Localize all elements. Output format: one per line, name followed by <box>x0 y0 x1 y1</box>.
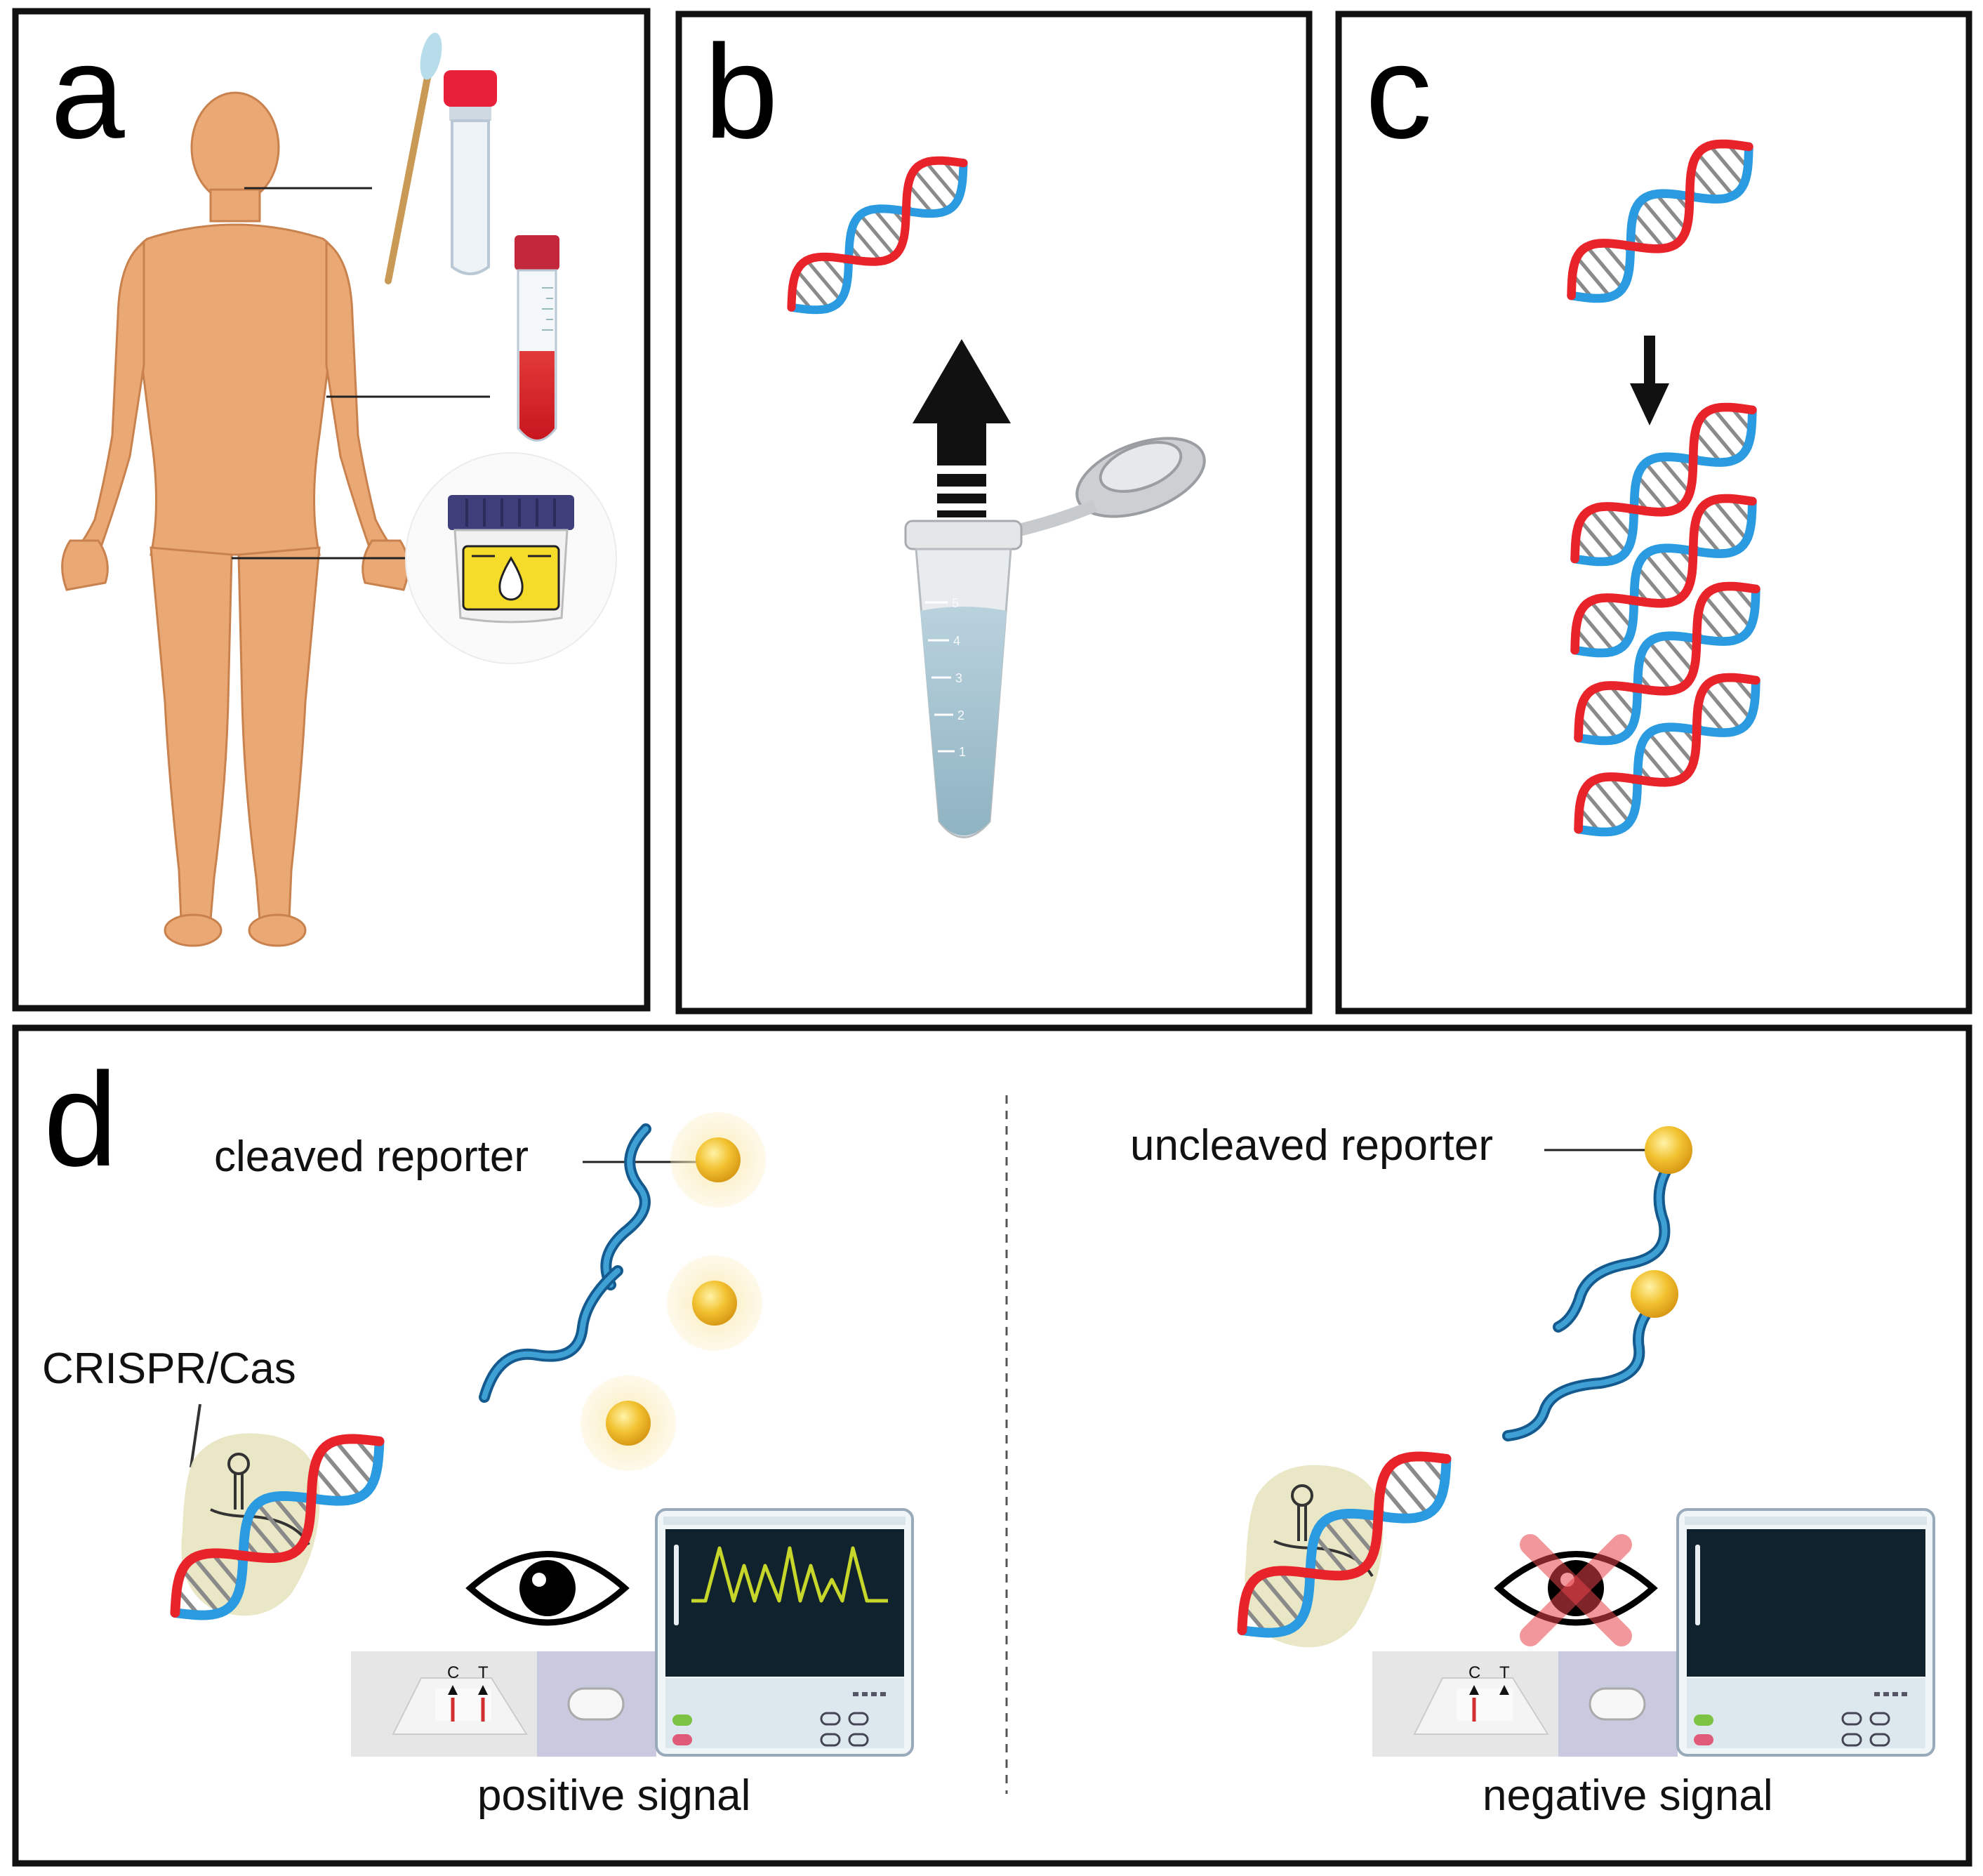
lateral-flow-strip-positive <box>351 1651 656 1757</box>
cross-mark-icon <box>1520 1534 1632 1646</box>
tube-mark-3: 3 <box>955 671 962 685</box>
blood-tube-icon <box>515 235 559 442</box>
dna-helix-icon-c-source <box>1567 139 1753 303</box>
lateral-flow-strip-negative <box>1372 1651 1678 1757</box>
panel-d-letter: d <box>44 1045 118 1194</box>
uncleaved-reporter-bead-1 <box>1645 1126 1692 1174</box>
dna-helix-icon-d-left <box>170 1434 385 1620</box>
amplification-arrow-icon <box>1630 336 1669 425</box>
negative-signal-label: negative signal <box>1483 1771 1773 1820</box>
detector-monitor-positive <box>655 1508 914 1757</box>
strip-c-label-negative: C <box>1468 1663 1480 1682</box>
panel-b-letter: b <box>704 18 778 166</box>
cleaved-reporter-strands <box>479 1123 651 1403</box>
microcentrifuge-tube-icon <box>904 437 1206 838</box>
strip-c-label-positive: C <box>447 1663 459 1682</box>
swab-icon <box>385 32 442 284</box>
crispr-cas-leader <box>190 1403 201 1468</box>
human-body-silhouette <box>61 91 409 947</box>
dna-helix-icon-c-4 <box>1574 673 1760 837</box>
uncleaved-reporter-label: uncleaved reporter <box>1130 1121 1493 1170</box>
tube-mark-5: 5 <box>952 596 959 610</box>
tube-mark-1: 1 <box>959 745 966 759</box>
panel-a-letter: a <box>51 18 125 166</box>
dna-helix-icon-b <box>787 156 968 315</box>
strip-t-label-negative: T <box>1499 1663 1510 1682</box>
cleaved-reporter-bead-1 <box>670 1112 766 1208</box>
crispr-cas-label: CRISPR/Cas <box>42 1345 296 1393</box>
dna-helix-icon-c-1 <box>1570 402 1757 567</box>
dna-helix-icon-c-2 <box>1570 494 1757 658</box>
cleaved-reporter-bead-3 <box>581 1375 676 1471</box>
panel-c-letter: c <box>1365 18 1432 166</box>
dna-helix-icon-d-right <box>1237 1451 1452 1638</box>
extraction-arrow-icon <box>913 339 1011 517</box>
panel-b-frame <box>675 11 1313 1015</box>
cleaved-reporter-label: cleaved reporter <box>214 1132 529 1181</box>
detector-monitor-negative <box>1676 1508 1935 1757</box>
sample-tube-icon <box>444 70 497 275</box>
positive-signal-label: positive signal <box>477 1771 750 1820</box>
tube-mark-2: 2 <box>957 708 964 722</box>
tube-mark-4: 4 <box>953 634 960 648</box>
strip-t-label-positive: T <box>478 1663 489 1682</box>
eye-icon-positive <box>465 1551 630 1626</box>
urine-container-icon <box>405 452 617 664</box>
dna-helix-icon-c-3 <box>1574 581 1760 746</box>
uncleaved-reporter-bead-2 <box>1631 1270 1678 1318</box>
cleaved-reporter-bead-2 <box>667 1255 762 1351</box>
uncleaved-reporter-strands <box>1502 1163 1673 1441</box>
